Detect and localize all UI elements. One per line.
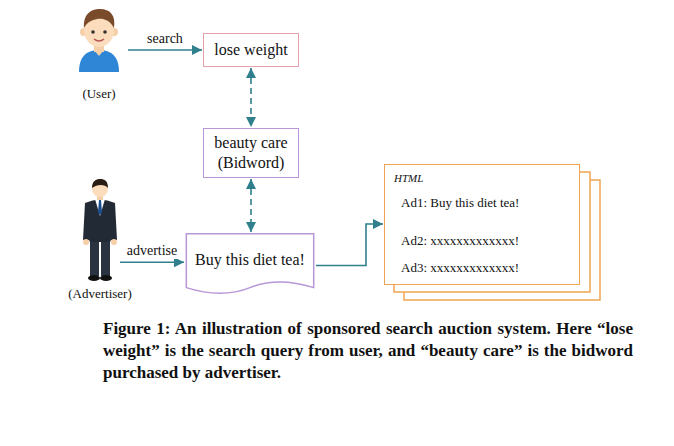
node-text: Buy this diet tea! — [191, 250, 309, 270]
node-text: lose weight — [209, 40, 293, 60]
arrow-connector — [120, 261, 184, 263]
hair — [84, 9, 114, 28]
html-page: HTML Ad1: Buy this diet tea! Ad2: xxxxxxxx… — [384, 164, 580, 285]
dashed-connector — [250, 68, 252, 127]
advertiser-figure: (Advertiser) — [62, 178, 138, 302]
node-line: Ad1: Buy this diet tea! — [401, 195, 571, 211]
user-figure: (User) — [70, 6, 128, 102]
collar — [94, 50, 104, 56]
edge-label: advertise — [125, 243, 180, 259]
hair — [92, 179, 108, 188]
shirt — [79, 50, 119, 72]
jacket — [83, 200, 117, 243]
user-icon — [75, 6, 123, 72]
query-box: lose weight — [203, 33, 299, 67]
edge-label: search — [145, 31, 185, 47]
node-text: (Advertiser) — [62, 286, 138, 302]
document-shape — [186, 234, 313, 294]
arrow-connector — [128, 49, 202, 51]
advertiser-icon — [82, 178, 118, 282]
hand — [111, 239, 117, 245]
eye — [103, 30, 107, 34]
node-text: (User) — [70, 86, 128, 102]
leg — [101, 238, 110, 276]
node-line: Ad2: xxxxxxxxxxxxx! — [401, 233, 571, 249]
shoe — [88, 275, 100, 281]
dashed-connector — [250, 179, 252, 232]
mouth — [94, 39, 104, 41]
node-text: beauty care (Bidword) — [209, 133, 293, 173]
tie — [98, 200, 102, 215]
eye — [91, 30, 95, 34]
leg — [90, 238, 99, 276]
hand — [83, 239, 89, 245]
figure-caption: Figure 1: An illustration of sponsored s… — [103, 318, 633, 384]
node-line: Ad3: xxxxxxxxxxxxx! — [401, 260, 571, 276]
shirt — [95, 199, 105, 216]
node-text: HTML — [394, 171, 571, 185]
bidword-box: beauty care (Bidword) — [203, 128, 299, 178]
arrow-connector — [316, 224, 383, 266]
shoe — [100, 275, 112, 281]
ad-document: Buy this diet tea! — [185, 233, 315, 298]
